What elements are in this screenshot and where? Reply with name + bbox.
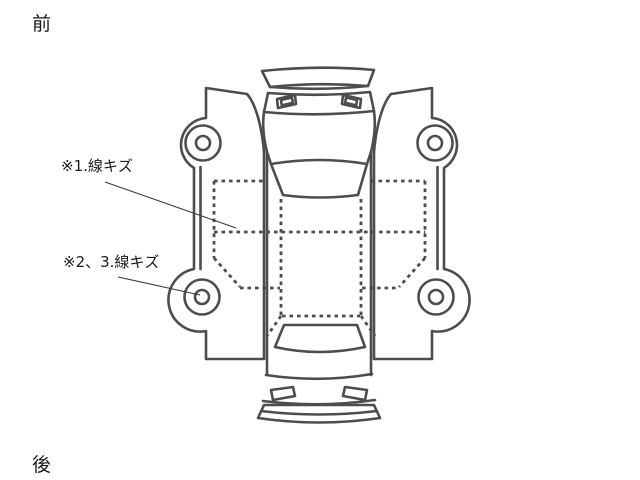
headlight-right-icon [340,93,363,110]
center-body [256,66,382,424]
right-side-panel [372,86,471,361]
rear-window [273,323,367,354]
door-boundaries-dashed [212,179,427,290]
left-door-arch-cut [212,257,242,288]
trunk-lid-edge [264,372,374,381]
left-side-panel [167,86,266,361]
annotation-1-leader-line [104,181,237,229]
windshield [269,158,369,199]
taillight-left-icon [269,385,297,402]
annotation-2-label: ※2、3.線キズ [63,253,160,271]
left-front-wheel-hub [194,134,212,152]
front-bumper [260,66,376,89]
a-pillar-right [365,150,373,166]
annotation-2-leader-line [117,276,201,296]
rear-bumper [256,403,382,424]
annotation-1-label: ※1.線キズ [61,157,133,175]
roof-panel-dashed [265,199,377,337]
front-orientation-label: 前 [32,13,53,35]
headlight-left-icon [275,93,298,110]
left-panel-outline [167,86,266,361]
headlight-right-inner [343,96,359,107]
right-rear-wheel-hub [427,288,445,306]
hood-side-right [369,109,377,154]
taillight-right-icon [341,385,369,402]
right-rear-wheel [417,278,455,316]
right-panel-outline [372,86,471,361]
hood-side-left [261,110,269,154]
rear-bumper-crease [259,409,379,416]
a-pillar-left [265,150,273,166]
left-front-wheel [184,124,222,162]
right-front-wheel [416,124,454,162]
left-rear-wheel [183,278,221,316]
headlight-left-inner [279,96,295,107]
right-front-wheel-hub [426,134,444,152]
rear-orientation-label: 後 [32,454,53,476]
front-bumper-crease [268,84,370,91]
left-rear-wheel-hub [193,288,211,306]
taillight-band-bottom [261,398,377,406]
right-door-arch-cut [397,257,427,288]
